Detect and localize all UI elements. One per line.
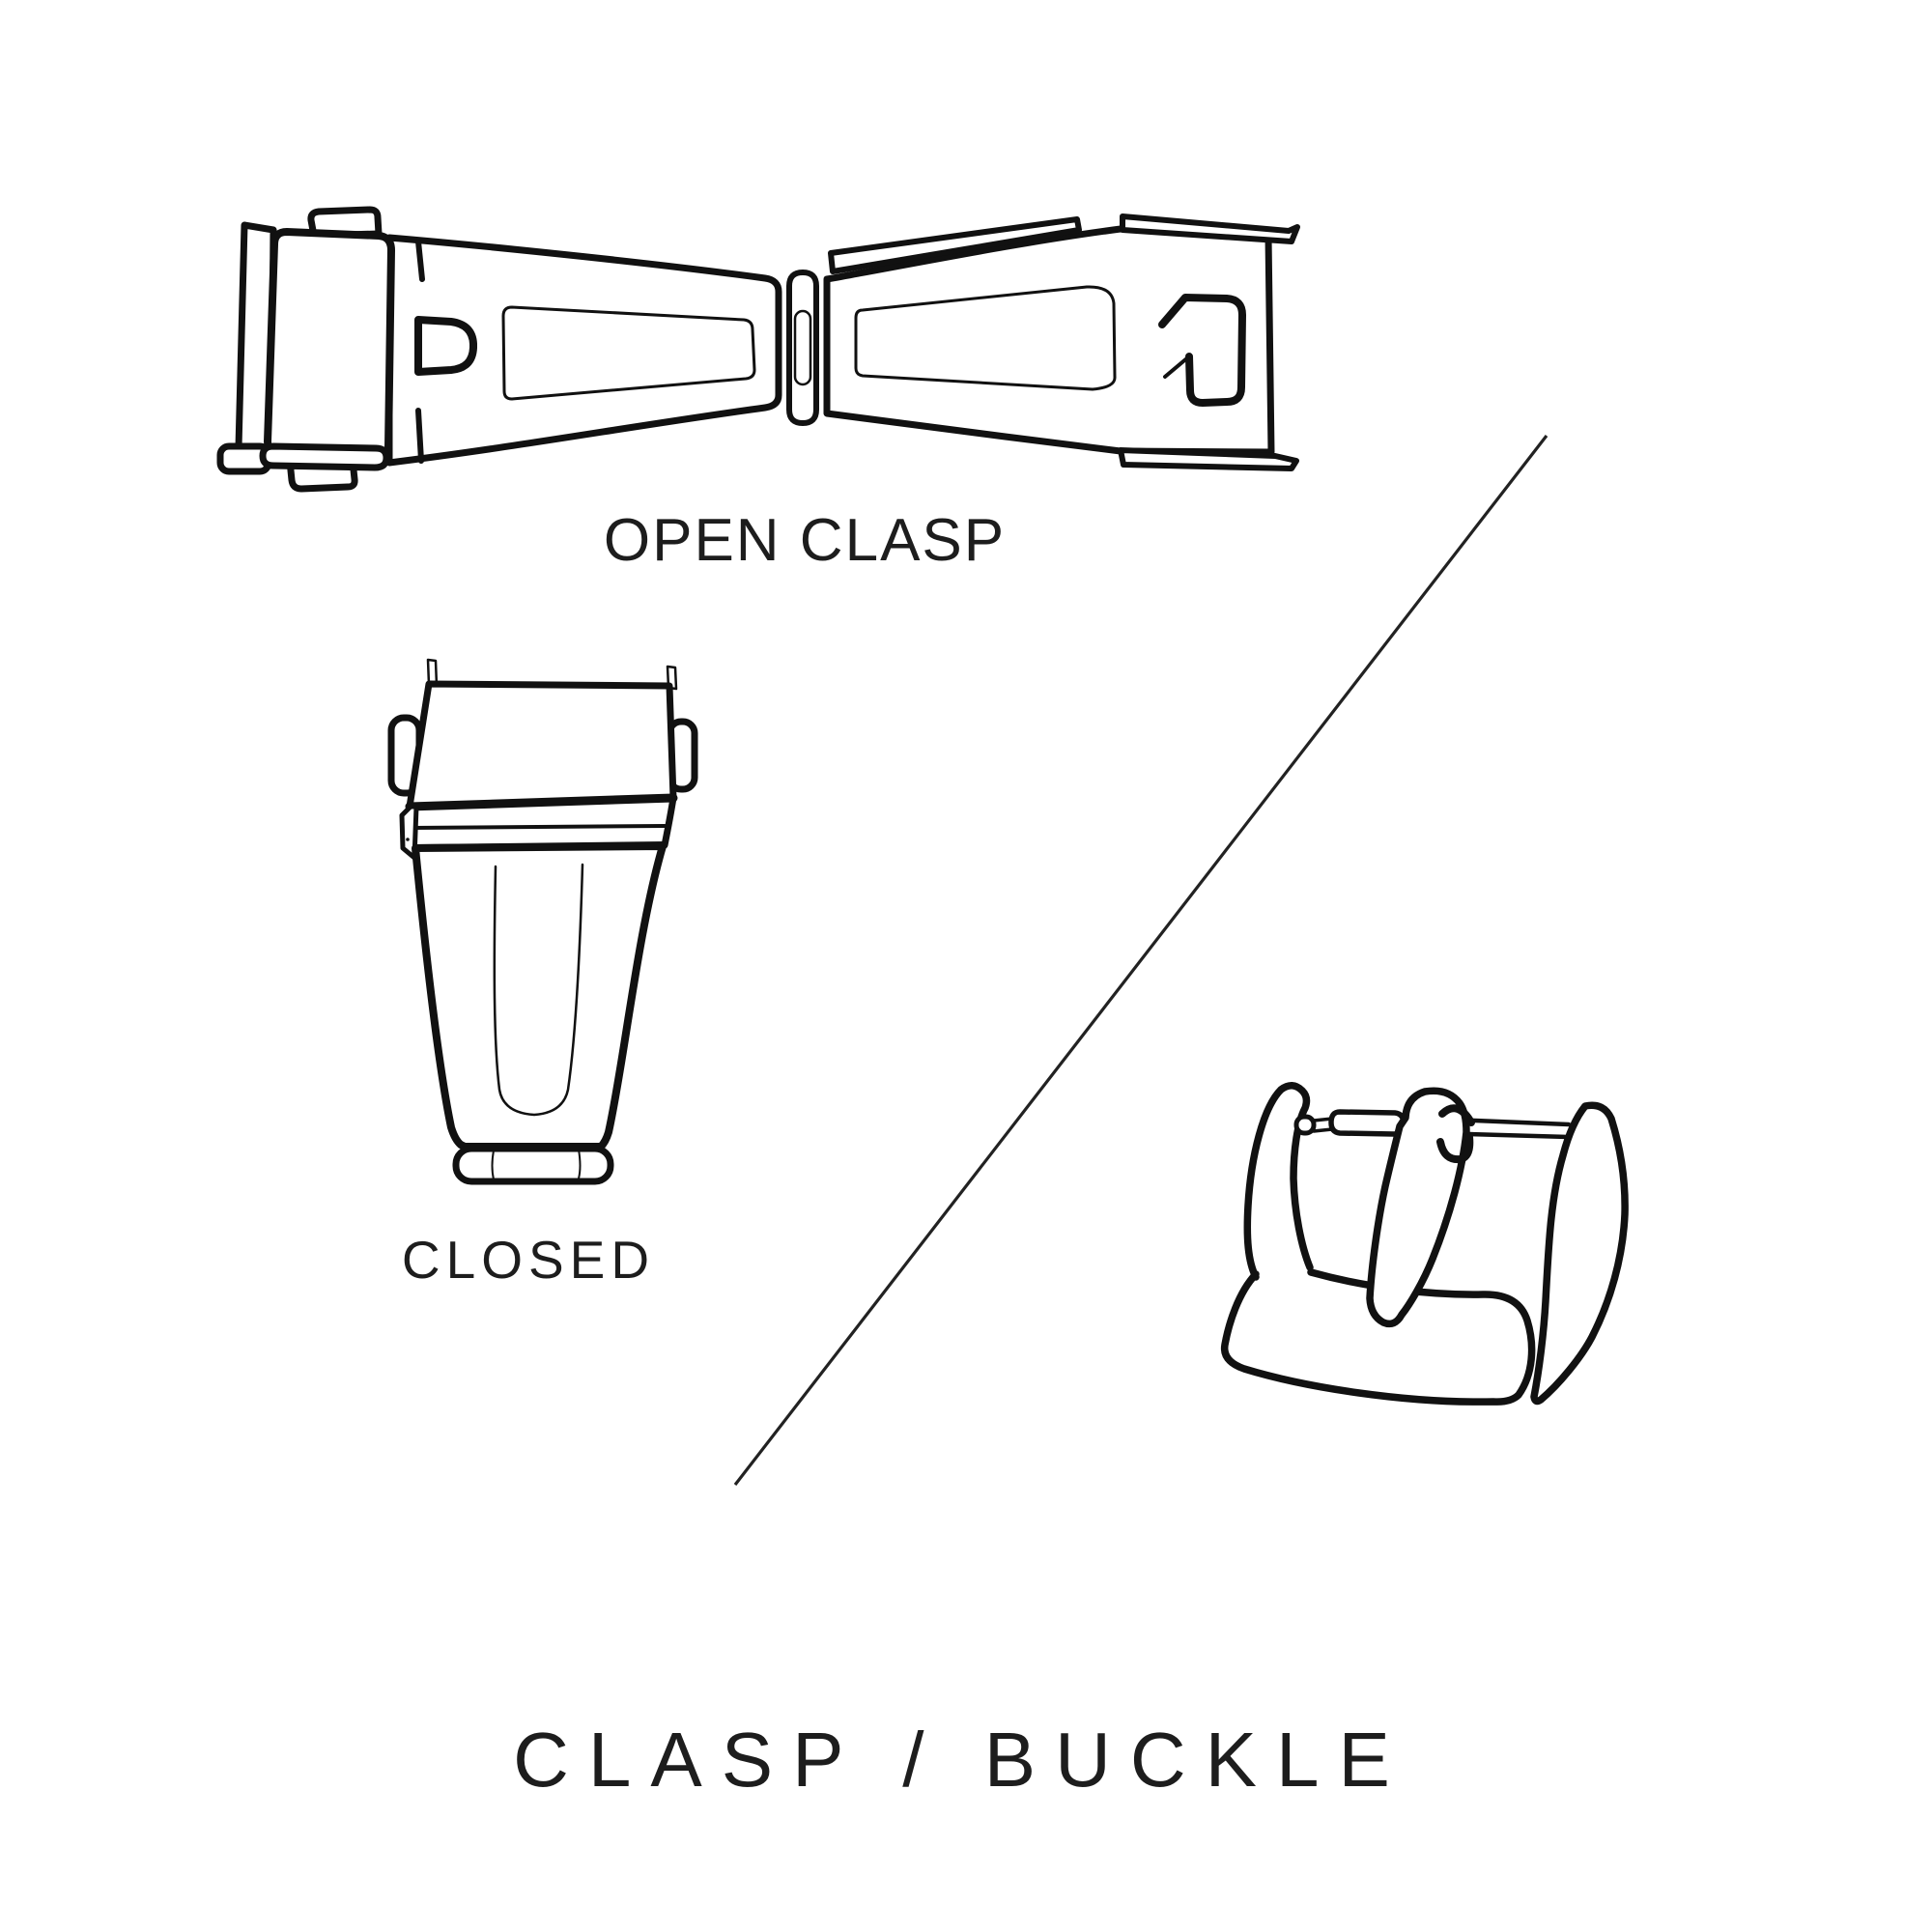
closed-clasp-label: CLOSED [401,1230,656,1290]
latch-tab-dot [406,838,410,841]
closed-plate-bottom-edge [405,793,678,811]
link-bottom-cap [259,442,390,471]
page-title: CLASP / BUCKLE [513,1717,1409,1803]
hinge-pill [786,270,819,426]
open-clasp-illustration [216,206,1300,493]
right-plate-bottom-bar [1118,447,1299,471]
right-plate-blade [828,216,1082,274]
left-plate-d-cutout [414,316,477,376]
closed-clasp-illustration [387,658,698,1185]
buckle-pin-knob [1293,1114,1317,1136]
pill-line-right [578,1149,582,1179]
closed-top-plate [406,680,677,810]
link-top-tab [307,206,383,240]
closed-body-window [493,863,584,1117]
left-plate-window [501,305,756,401]
buckle-pin-sleeve [1328,1109,1406,1137]
open-clasp-label: OPEN CLASP [603,507,1007,574]
pill-line-left [491,1150,495,1180]
right-plate-hook-tail [1163,355,1191,379]
left-plate-notch-top [415,239,425,282]
buckle-ring-top-arc [1438,1104,1475,1126]
right-plate-window [854,285,1117,391]
open-clasp-right-plate [823,225,1275,456]
hinge-inner-detail [793,309,812,386]
buckle-body [1220,1268,1536,1406]
link-body [264,228,395,465]
diagonal-divider [733,435,1548,1486]
right-plate-top-bar [1120,213,1300,244]
right-plate-hook [1158,294,1246,407]
closed-bottom-pill [452,1145,614,1185]
buckle-illustration [1220,1082,1629,1406]
left-plate-notch-bottom [415,408,424,464]
closed-band-line1 [410,824,667,830]
buckle-right-arm [1530,1101,1629,1406]
closed-left-latch-tab [399,804,419,861]
open-clasp-left-plate [385,234,782,467]
closed-band-right-edge [661,794,677,849]
buckle-ring-bottom-arc [1436,1133,1474,1164]
buckle-left-arm [1243,1082,1314,1281]
